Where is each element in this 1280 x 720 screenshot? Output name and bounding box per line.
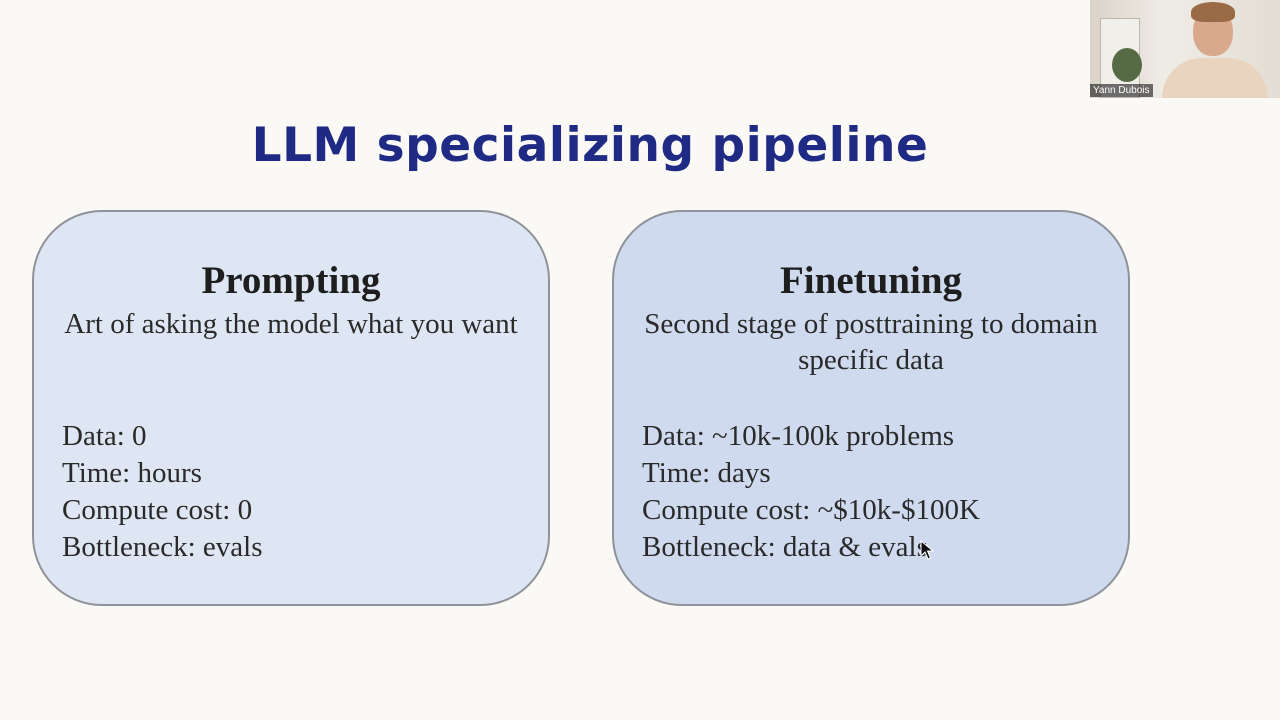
finetuning-fact-data: Data: ~10k-100k problems (642, 420, 955, 452)
finetuning-fact-bottleneck: Bottleneck: data & evals (642, 531, 928, 563)
prompting-facts: Data: 0 Time: hours Compute cost: 0 Bott… (62, 418, 263, 566)
finetuning-card: Finetuning Second stage of posttraining … (612, 210, 1130, 606)
webcam-plant (1112, 48, 1142, 82)
finetuning-description: Second stage of posttraining to domain s… (644, 308, 1098, 376)
participant-name-label: Yann Dubois (1090, 84, 1153, 97)
finetuning-heading: Finetuning (779, 259, 963, 302)
prompting-fact-bottleneck: Bottleneck: evals (62, 531, 263, 563)
webcam-thumbnail[interactable]: Yann Dubois (1090, 0, 1280, 98)
prompting-description: Art of asking the model what you want (64, 308, 518, 340)
finetuning-fact-compute: Compute cost: ~$10k-$100K (642, 494, 980, 526)
finetuning-fact-time: Time: days (642, 457, 771, 489)
prompting-card: Prompting Art of asking the model what y… (32, 210, 550, 606)
prompting-fact-compute: Compute cost: 0 (62, 494, 253, 526)
webcam-person-body (1162, 58, 1268, 98)
prompting-fact-time: Time: hours (62, 457, 202, 489)
mouse-pointer-icon (920, 540, 934, 560)
prompting-heading: Prompting (201, 259, 381, 302)
prompting-fact-data: Data: 0 (62, 420, 147, 452)
webcam-person-hair (1191, 2, 1235, 22)
slide-title: LLM specializing pipeline (251, 118, 929, 173)
finetuning-facts: Data: ~10k-100k problems Time: days Comp… (642, 418, 980, 566)
